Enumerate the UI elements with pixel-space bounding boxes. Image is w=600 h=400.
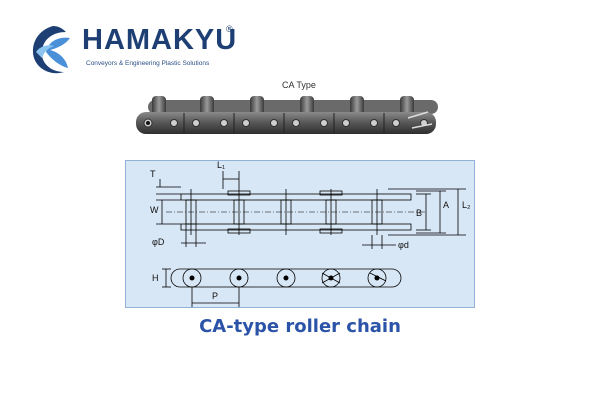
dim-W: W [150, 205, 159, 215]
diagram-caption: CA-type roller chain [199, 316, 401, 337]
dim-phid: φd [398, 240, 409, 250]
dim-T: T [150, 169, 156, 179]
dimension-diagram: T L₁ W B A L₂ φD φd H P [125, 160, 475, 308]
brand-tagline: Conveyors & Engineering Plastic Solution… [86, 60, 210, 67]
dim-L2: L₂ [462, 200, 471, 210]
chain-photo [136, 96, 438, 134]
brand-name: HAMAKYU [82, 24, 238, 56]
chain-drawing [156, 171, 466, 307]
dim-phiD: φD [152, 237, 165, 247]
registered-mark: ® [226, 24, 233, 34]
dim-H: H [152, 273, 159, 283]
dim-A: A [443, 200, 450, 210]
dim-L1: L₁ [217, 160, 226, 170]
photo-label: CA Type [282, 80, 316, 90]
dim-B: B [416, 208, 423, 218]
dim-P: P [212, 291, 219, 301]
logo-swoosh-icon [32, 26, 70, 74]
brand-logo: HAMAKYU ® Conveyors & Engineering Plasti… [28, 22, 238, 78]
